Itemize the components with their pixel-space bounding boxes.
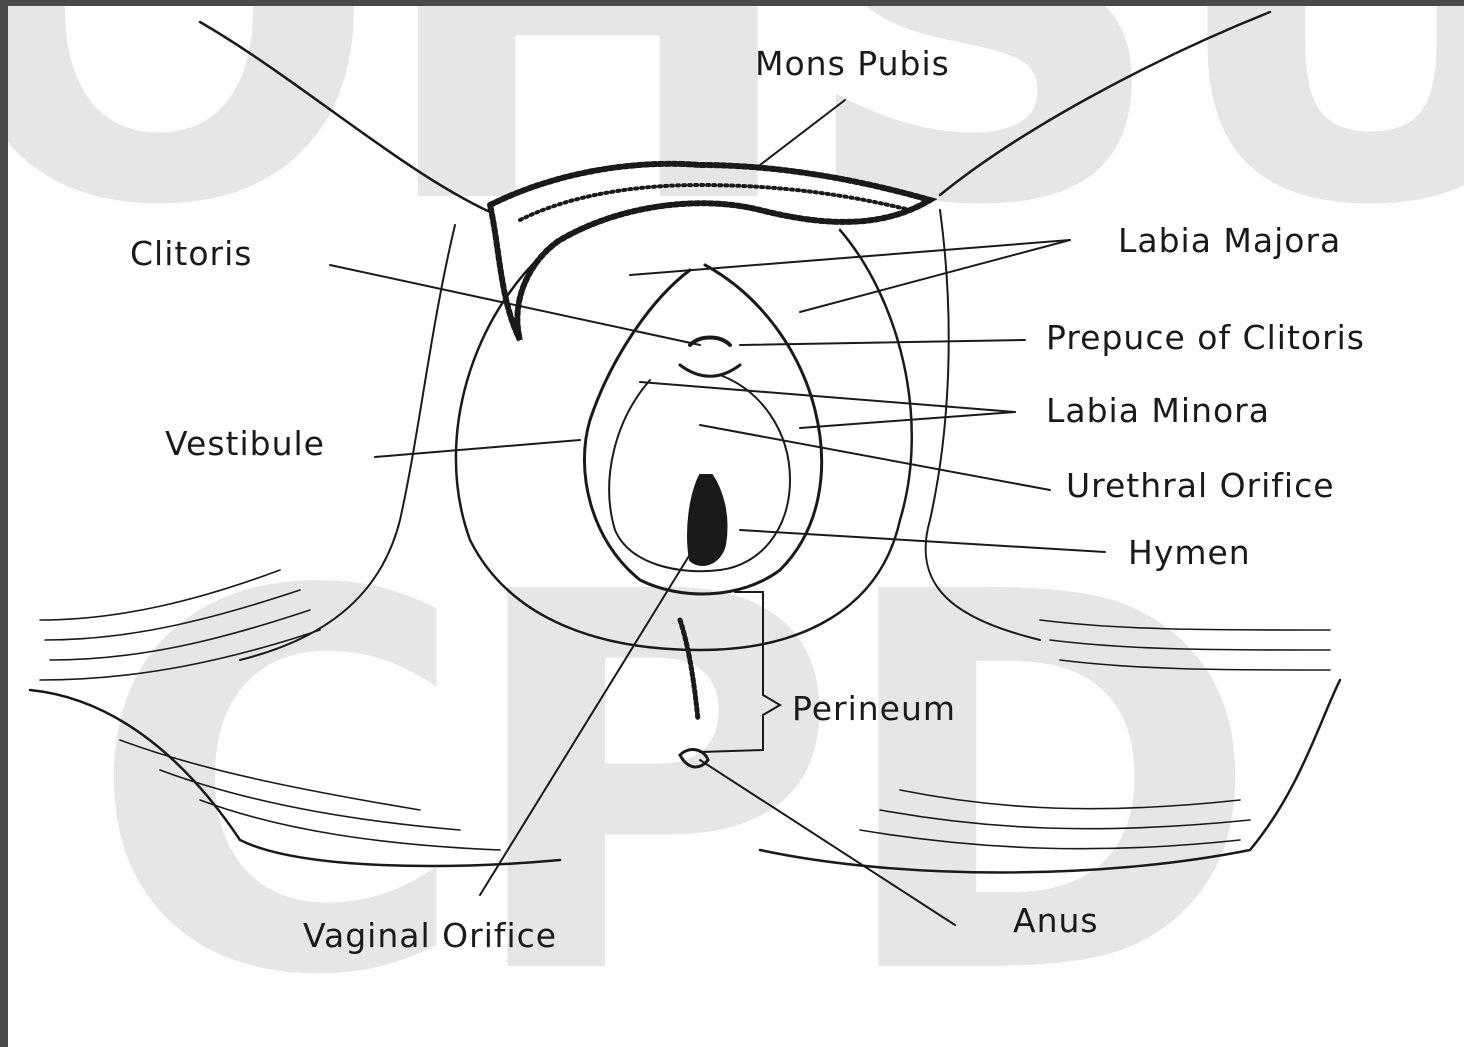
label-urethral-orifice: Urethral Orifice (1066, 466, 1335, 505)
right-buttock-shading (860, 620, 1330, 849)
label-mons-pubis: Mons Pubis (755, 44, 950, 83)
left-buttock-shading (40, 570, 500, 850)
leader-urethral-orifice (700, 425, 1050, 490)
label-prepuce-of-clitoris: Prepuce of Clitoris (1046, 318, 1365, 357)
label-vaginal-orifice: Vaginal Orifice (303, 916, 557, 955)
perineum-brace (700, 592, 780, 752)
leader-labia-minora-1 (640, 382, 1015, 412)
vaginal-orifice-shape (688, 475, 726, 565)
right-thigh-outline (940, 12, 1270, 195)
leader-labia-minora-2 (800, 412, 1015, 428)
left-buttock-outline (30, 690, 560, 866)
anatomy-illustration (8, 6, 1464, 1047)
label-perineum: Perineum (792, 689, 956, 728)
diagram-frame: OHSU CPD (8, 6, 1464, 1047)
leader-anus (700, 760, 955, 925)
leader-prepuce (740, 340, 1025, 345)
leader-mons-pubis (760, 100, 845, 165)
label-labia-majora: Labia Majora (1118, 221, 1341, 260)
label-clitoris: Clitoris (130, 234, 252, 273)
leader-vaginal-orifice (480, 530, 705, 895)
label-hymen: Hymen (1128, 533, 1251, 572)
perineum-shape (680, 620, 698, 720)
label-anus: Anus (1013, 901, 1099, 940)
label-vestibule: Vestibule (165, 424, 325, 463)
label-labia-minora: Labia Minora (1046, 391, 1270, 430)
leader-vestibule (375, 440, 580, 457)
leader-hymen (740, 530, 1105, 552)
left-thigh-outline (200, 22, 490, 212)
